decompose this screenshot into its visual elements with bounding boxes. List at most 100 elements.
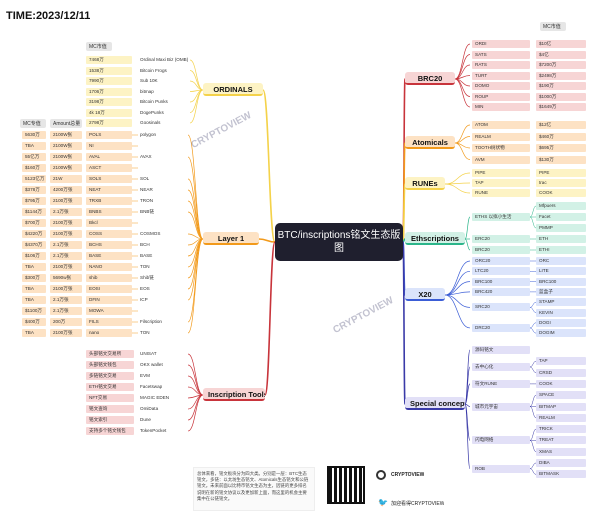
layer1-ticker[interactable]: FILS: [86, 318, 132, 326]
hub-layer1[interactable]: Layer 1: [203, 232, 259, 245]
x20-item[interactable]: 蓝盒子: [536, 287, 586, 296]
layer1-chain[interactable]: Shib链: [140, 275, 154, 280]
hub-eths[interactable]: Ethscriptions: [405, 232, 465, 245]
ordinals-name[interactable]: Ordinal Maxi Biz (OMB): [140, 57, 189, 62]
layer1-ticker[interactable]: MOWA: [86, 307, 132, 315]
layer1-ticker[interactable]: BCHS: [86, 241, 132, 249]
layer1-ticker[interactable]: NANO: [86, 263, 132, 271]
tools-name[interactable]: Dune: [140, 417, 151, 422]
special-group[interactable]: 源码铭文: [472, 346, 530, 354]
special-group[interactable]: ROB: [472, 464, 530, 473]
layer1-ticker[interactable]: nano: [86, 329, 132, 337]
layer1-chain[interactable]: Filscription: [140, 319, 162, 324]
x20-group[interactable]: BRC100: [472, 277, 530, 286]
tools-name[interactable]: MAGIC EDEN: [140, 395, 170, 400]
brc20-ticker[interactable]: RATS: [472, 61, 530, 69]
hub-tools[interactable]: Inscription Tools: [203, 388, 265, 401]
hub-x20[interactable]: X20: [405, 288, 445, 301]
special-group[interactable]: 闪电网络: [472, 436, 530, 445]
layer1-ticker[interactable]: COSS: [86, 230, 132, 238]
hub-ordinals[interactable]: ORDINALS: [203, 83, 263, 96]
tools-name[interactable]: EVM: [140, 373, 150, 378]
hub-runes[interactable]: RUNEs: [405, 177, 445, 190]
atomicals-ticker[interactable]: TOOTH树状物: [472, 144, 530, 152]
special-item[interactable]: SPACE: [536, 391, 586, 400]
atomicals-ticker[interactable]: ATOM: [472, 121, 530, 129]
brc20-ticker[interactable]: MIN: [472, 103, 530, 111]
layer1-chain[interactable]: NEAR: [140, 187, 153, 192]
runes-ticker[interactable]: RUNE: [472, 189, 530, 197]
eths-item[interactable]: ETHI: [536, 246, 586, 254]
center-node[interactable]: BTC/inscriptions铭文生态版图: [275, 223, 403, 261]
eths-group[interactable]: BRC20: [472, 246, 530, 254]
atomicals-ticker[interactable]: REALM: [472, 132, 530, 141]
brc20-ticker[interactable]: ORDI: [472, 40, 530, 48]
tools-name[interactable]: TokenPocket: [140, 428, 167, 433]
x20-item[interactable]: ORC: [536, 257, 586, 265]
x20-item[interactable]: DOGIM: [536, 329, 586, 338]
special-item[interactable]: BITMASK: [536, 470, 586, 479]
runes-ticker[interactable]: PIPE: [472, 169, 530, 177]
special-item[interactable]: REALM: [536, 413, 586, 422]
special-item[interactable]: XMAS: [536, 447, 586, 456]
special-item[interactable]: COOK: [536, 379, 586, 388]
ordinals-name[interactable]: Bitcoin Punks: [140, 99, 168, 104]
layer1-chain[interactable]: BCH: [140, 242, 150, 247]
layer1-ticker[interactable]: EOSI: [86, 285, 132, 293]
ordinals-name[interactable]: Sub 10K: [140, 78, 158, 83]
ordinals-name[interactable]: Goosinals: [140, 120, 161, 125]
x20-group[interactable]: LTC20: [472, 267, 530, 276]
layer1-ticker[interactable]: TRXB: [86, 197, 132, 205]
eths-group[interactable]: ETHS 以拟小生活: [472, 213, 530, 221]
hub-brc20[interactable]: BRC20: [405, 72, 455, 85]
layer1-chain[interactable]: polygon: [140, 132, 157, 137]
ordinals-name[interactable]: DogePunks: [140, 109, 164, 115]
special-item[interactable]: DIBA: [536, 459, 586, 467]
layer1-ticker[interactable]: ASCT: [86, 164, 132, 172]
brc20-ticker[interactable]: ROUP: [472, 92, 530, 101]
layer1-chain[interactable]: TON: [140, 264, 150, 269]
layer1-ticker[interactable]: Bkcl: [86, 219, 132, 227]
layer1-chain[interactable]: EOS: [140, 286, 150, 291]
x20-group[interactable]: ORC20: [472, 257, 530, 265]
special-group[interactable]: 符文RUNE: [472, 379, 530, 388]
brc20-ticker[interactable]: DOMO: [472, 82, 530, 90]
tools-name[interactable]: OKX wallet: [140, 362, 163, 367]
special-item[interactable]: TRICK: [536, 425, 586, 434]
brc20-ticker[interactable]: TURT: [472, 71, 530, 80]
special-item[interactable]: CRSD: [536, 368, 586, 377]
x20-group[interactable]: BRC420: [472, 287, 530, 296]
layer1-chain[interactable]: BASE: [140, 253, 153, 258]
eths-item[interactable]: PMMP: [536, 224, 586, 232]
layer1-ticker[interactable]: NEAT: [86, 186, 132, 194]
hub-atomicals[interactable]: Atomicals: [405, 136, 455, 149]
layer1-ticker[interactable]: shib: [86, 274, 132, 282]
layer1-ticker[interactable]: BNBS: [86, 208, 132, 216]
layer1-chain[interactable]: TRON: [140, 198, 154, 203]
layer1-chain[interactable]: COSMOS: [140, 231, 161, 236]
special-group[interactable]: 去中心化: [472, 362, 530, 371]
tools-name[interactable]: OmiData: [140, 406, 159, 411]
runes-ticker[interactable]: TAP: [472, 179, 530, 187]
layer1-ticker[interactable]: AVAL: [86, 153, 132, 161]
x20-item[interactable]: LITE: [536, 267, 586, 276]
hub-special[interactable]: Special concepts: [405, 397, 465, 410]
layer1-chain[interactable]: AVAX: [140, 154, 152, 159]
eths-item[interactable]: ETH: [536, 235, 586, 243]
x20-group[interactable]: DRC20: [472, 323, 530, 332]
layer1-ticker[interactable]: NI: [86, 142, 132, 150]
layer1-chain[interactable]: ICP: [140, 297, 148, 302]
atomicals-ticker[interactable]: AVM: [472, 155, 530, 164]
layer1-chain[interactable]: BNB链: [140, 209, 155, 214]
special-item[interactable]: TAP: [536, 357, 586, 366]
eths-group[interactable]: ERC20: [472, 235, 530, 243]
x20-item[interactable]: KEVIN: [536, 308, 586, 317]
ordinals-name[interactable]: bitmap: [140, 88, 154, 94]
x20-item[interactable]: STAMP: [536, 298, 586, 307]
eths-item[interactable]: Facet: [536, 213, 586, 221]
layer1-chain[interactable]: TON: [140, 330, 150, 335]
special-group[interactable]: 城市元宇宙: [472, 402, 530, 411]
x20-item[interactable]: BRC100: [536, 277, 586, 286]
layer1-chain[interactable]: SOL: [140, 176, 150, 181]
x20-item[interactable]: DOGI: [536, 318, 586, 327]
